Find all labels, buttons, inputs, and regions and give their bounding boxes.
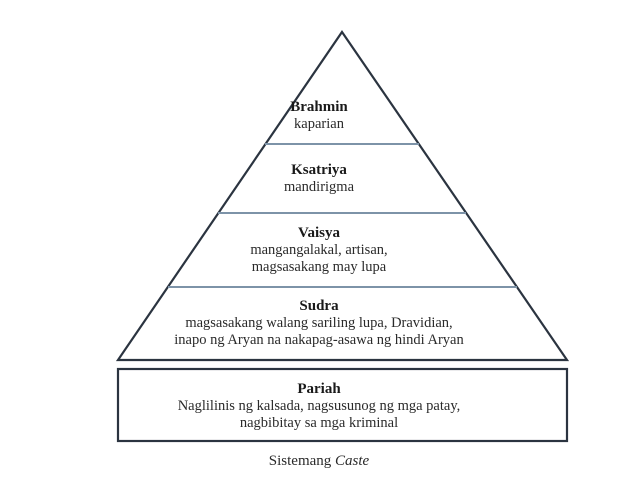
level-sudra: Sudra magsasakang walang sariling lupa, … [0,298,638,349]
caption-italic: Caste [335,453,370,469]
level-name: Brahmin [290,99,348,115]
level-pariah: Pariah Naglilinis ng kalsada, nagsusunog… [0,381,638,432]
level-desc: nagbibitay sa mga kriminal [239,415,399,431]
level-desc: magsasakang may lupa [251,259,387,275]
level-desc: inapo ng Aryan na nakapag-asawa ng hindi… [174,332,464,348]
pariah-box [116,367,569,443]
diagram-caption: Sistemang Caste [0,453,638,470]
caption-prefix: Sistemang [268,453,336,469]
level-desc: mandirigma [283,179,355,195]
level-ksatriya: Ksatriya mandirigma [0,162,638,196]
level-desc: Naglilinis ng kalsada, nagsusunog ng mga… [177,398,461,414]
level-vaisya: Vaisya mangangalakal, artisan, magsasaka… [0,225,638,276]
level-desc: magsasakang walang sariling lupa, Dravid… [185,315,453,331]
level-desc: mangangalakal, artisan, [250,242,388,258]
level-brahmin: Brahmin kaparian [0,99,638,133]
level-desc: kaparian [294,116,344,132]
pyramid-outline [115,30,570,362]
level-name: Sudra [299,298,339,314]
level-name: Ksatriya [291,162,347,178]
level-name: Vaisya [298,225,340,241]
level-name: Pariah [297,381,341,397]
